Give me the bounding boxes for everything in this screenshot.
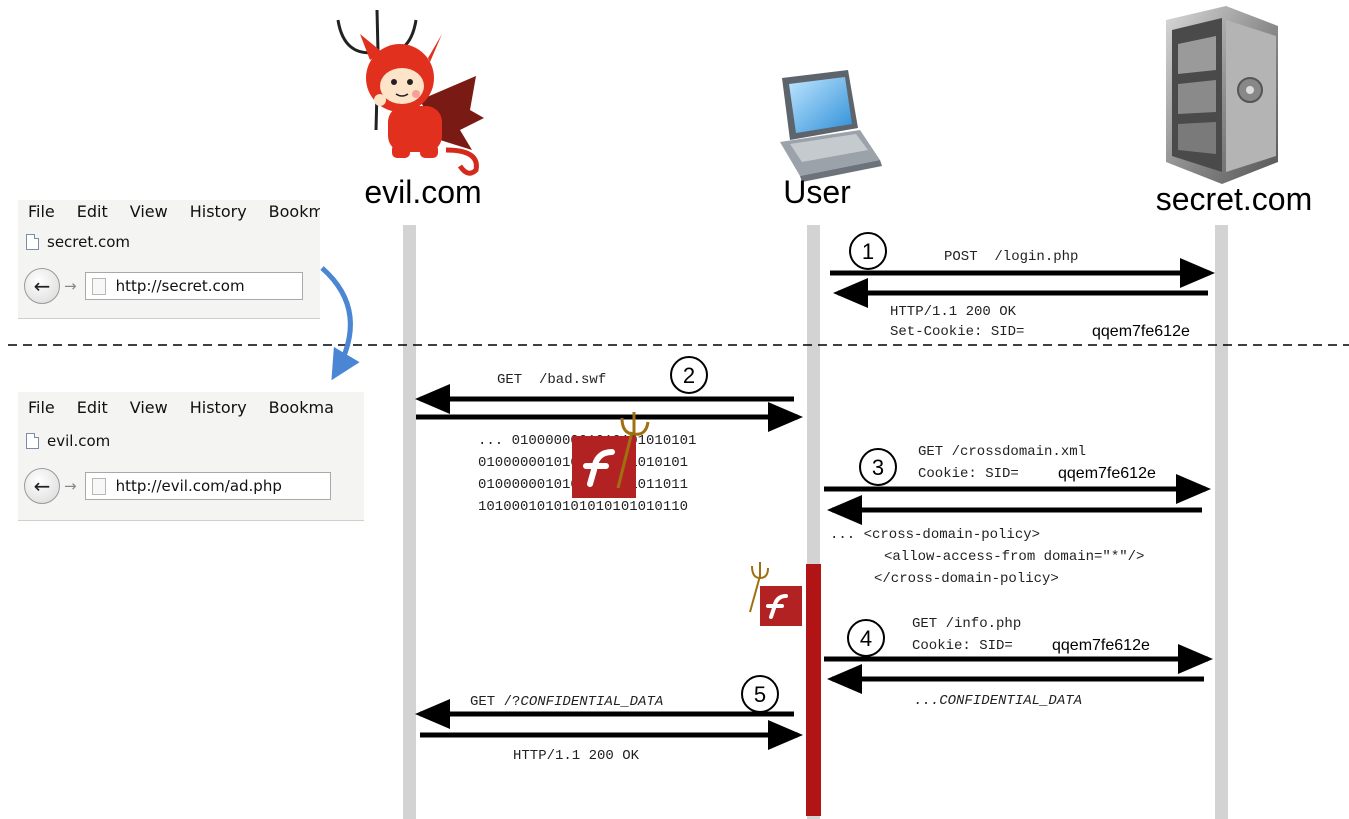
forward-button[interactable]: → (64, 277, 77, 295)
menu-edit[interactable]: Edit (76, 398, 108, 417)
browser-tab[interactable]: secret.com (26, 233, 130, 251)
menu-file[interactable]: File (28, 398, 55, 417)
browser-menu: File Edit View History Bookma (28, 398, 356, 417)
step-2-marker (670, 356, 708, 394)
menu-file[interactable]: File (28, 202, 55, 221)
login-response-status: HTTP/1.1 200 OK (890, 304, 1017, 320)
step-4-number: 4 (860, 626, 872, 651)
crossdomain-request-cookie: Cookie: SID= (918, 466, 1019, 482)
page-icon (26, 234, 39, 250)
step-4-marker (847, 619, 885, 657)
crossdomain-request-line1: GET /crossdomain.xml (918, 444, 1086, 460)
activation-bar (806, 564, 821, 816)
tab-title: secret.com (47, 233, 131, 251)
policy-line-3: </cross-domain-policy> (874, 571, 1059, 587)
url-text: http://evil.com/ad.php (115, 477, 282, 495)
crossdomain-request-sid: qqem7fe612e (1058, 465, 1156, 482)
page-icon (26, 433, 39, 449)
policy-line-2: <allow-access-from domain="*"/> (884, 549, 1144, 565)
devil-icon (336, 9, 484, 176)
menu-history[interactable]: History (189, 398, 247, 417)
browser-nav: ← → http://secret.com (24, 268, 303, 304)
laptop-icon (780, 70, 882, 182)
trident-icon (616, 412, 650, 489)
policy-line-1: ... <cross-domain-policy> (830, 527, 1040, 543)
curved-arrow-icon (320, 266, 360, 381)
actor-evil-label: evil.com (364, 174, 481, 210)
login-response-sid: qqem7fe612e (1092, 323, 1190, 340)
browser-window-secret: File Edit View History Bookm secret.com ← → … (18, 200, 320, 319)
page-icon (91, 477, 106, 495)
trident-icon (749, 562, 769, 613)
back-button[interactable]: ← (24, 268, 60, 304)
forward-button[interactable]: → (64, 477, 77, 495)
actor-secret-label: secret.com (1156, 181, 1312, 217)
info-response-label: ...CONFIDENTIAL_DATA (914, 693, 1082, 709)
menu-edit[interactable]: Edit (76, 202, 108, 221)
info-request-sid: qqem7fe612e (1052, 637, 1150, 654)
menu-view[interactable]: View (129, 398, 168, 417)
step-1-number: 1 (862, 239, 874, 264)
safe-icon (1166, 6, 1278, 184)
url-text: http://secret.com (115, 277, 245, 295)
exfil-response-label: HTTP/1.1 200 OK (513, 748, 640, 764)
url-bar[interactable]: http://secret.com (84, 272, 303, 300)
binary-line-4: 1010001010101010101010110 (478, 499, 688, 515)
menu-view[interactable]: View (129, 202, 168, 221)
login-request-label: POST /login.php (944, 249, 1078, 265)
lifeline-evil (403, 225, 416, 819)
back-button[interactable]: ← (24, 468, 60, 504)
step-5-number: 5 (754, 682, 766, 707)
step-3-marker (859, 448, 897, 486)
exfil-request-prefix: GET /? (470, 694, 520, 710)
browser-nav: ← → http://evil.com/ad.php (24, 468, 331, 504)
menu-history[interactable]: History (189, 202, 247, 221)
url-bar[interactable]: http://evil.com/ad.php (84, 472, 331, 500)
lifeline-secret (1215, 225, 1228, 819)
page-icon (91, 277, 106, 295)
step-2-number: 2 (683, 363, 695, 388)
step-1-marker (849, 232, 887, 270)
info-request-cookie: Cookie: SID= (912, 638, 1013, 654)
menu-bookmarks[interactable]: Bookma (268, 398, 334, 417)
tab-title: evil.com (47, 432, 111, 450)
menu-bookmarks[interactable]: Bookm (268, 202, 320, 221)
flash-icon (760, 586, 802, 626)
login-response-cookie: Set-Cookie: SID= (890, 324, 1024, 340)
browser-menu: File Edit View History Bookm (28, 202, 320, 221)
exfil-request-label: GET /?CONFIDENTIAL_DATA (470, 694, 663, 710)
exfil-request-data: CONFIDENTIAL_DATA (520, 694, 663, 710)
step-3-number: 3 (872, 455, 884, 480)
info-request-line1: GET /info.php (912, 616, 1021, 632)
browser-tab[interactable]: evil.com (26, 432, 110, 450)
flash-icon (572, 436, 636, 498)
actor-user-label: User (783, 174, 851, 210)
browser-window-evil: File Edit View History Bookma evil.com ← → h… (18, 392, 364, 521)
bad-swf-request-label: GET /bad.swf (497, 372, 606, 388)
